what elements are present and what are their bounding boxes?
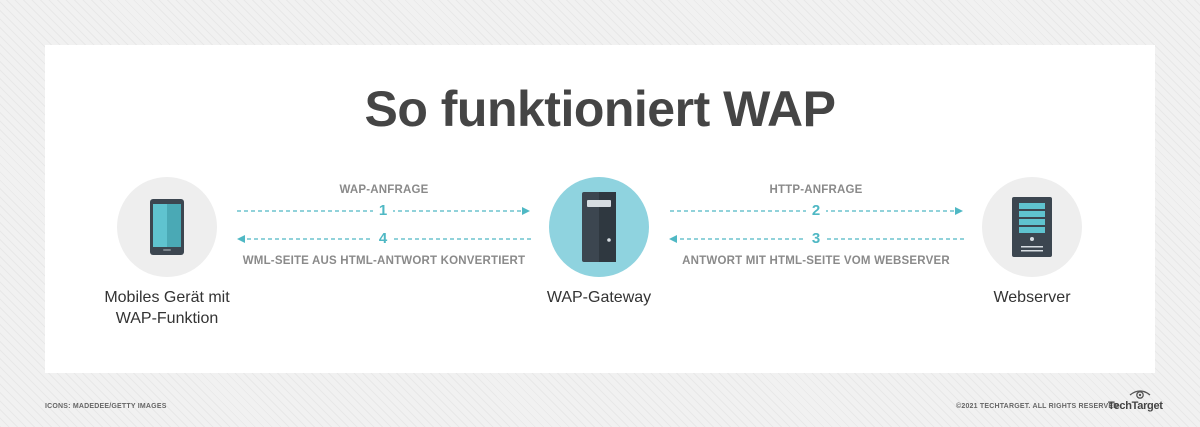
flow-label-step-1: WAP-ANFRAGE [339,184,429,196]
server-rack-icon [1012,197,1052,257]
step-number-3: 3 [806,230,826,247]
techtarget-eye-icon [1129,390,1151,399]
wap-gateway-label: WAP-Gateway [546,289,652,306]
diagram-title: So funktioniert WAP [364,81,836,137]
step-number-4: 4 [373,230,393,247]
wap-gateway-node [549,177,649,277]
flow-label-step-3: ANTWORT MIT HTML-SEITE VOM WEBSERVER [682,255,950,267]
copyright-notice: ©2021 TECHTARGET. ALL RIGHTS RESERVED [956,403,1119,410]
mobile-device-label: Mobiles Gerät mit WAP-Funktion [57,287,277,329]
mobile-device-label-text: Mobiles Gerät mit WAP-Funktion [104,289,230,327]
gateway-tower-icon [582,192,616,262]
smartphone-icon [150,199,184,255]
flow-label-step-4: WML-SEITE AUS HTML-ANTWORT KONVERTIERT [242,255,526,267]
image-credit: ICONS: MADEDEE/GETTY IMAGES [45,403,167,410]
webserver-label: Webserver [993,289,1071,306]
mobile-device-node [117,177,217,277]
techtarget-logo-text: TechTarget [1108,400,1163,412]
flow-label-step-2: HTTP-ANFRAGE [769,184,863,196]
webserver-node [982,177,1082,277]
step-number-1: 1 [373,202,393,219]
step-number-2: 2 [806,202,826,219]
